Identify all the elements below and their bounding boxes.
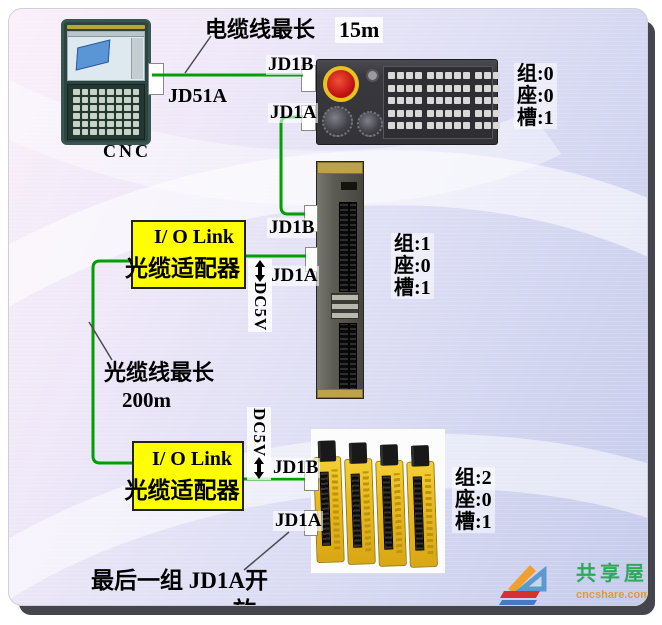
din-clip xyxy=(410,445,430,467)
key-group xyxy=(427,72,470,133)
key-switch xyxy=(366,69,379,82)
group2-info: 组:2 座:0 槽:1 xyxy=(452,467,495,533)
io-unit xyxy=(344,442,376,565)
cnc-screen-sidebar xyxy=(131,38,143,79)
dc5v-label: DC5V xyxy=(247,407,271,481)
panel-jd1a-label: JD1A xyxy=(268,102,319,123)
slide-background: 电缆线最长 15m CNC JD51A JD1B JD1A 组:0 座:0 槽:… xyxy=(8,8,648,606)
io-module xyxy=(316,161,364,399)
io-unit-group xyxy=(313,440,438,571)
adapter-subtitle: 光缆适配器 xyxy=(124,477,240,503)
cable-length-note: 电缆线最长 15m xyxy=(205,12,384,44)
rotary-knob xyxy=(322,106,353,137)
unit-connector xyxy=(350,473,363,548)
cable-length-value: 15m xyxy=(335,17,384,43)
cnc-screen-menubar xyxy=(68,32,144,37)
logo-triangle xyxy=(514,565,547,592)
cnc-screen xyxy=(67,31,145,81)
logo-name: 共享屋 xyxy=(576,563,648,585)
last-group-note-line1: 最后一组 JD1A开 xyxy=(91,568,268,593)
logo-pencil xyxy=(508,565,536,593)
adapter-title: I/ O Link xyxy=(153,226,234,248)
din-clip xyxy=(348,442,368,464)
unit-vents xyxy=(331,469,341,550)
optical-length-note-line1: 光缆线最长 xyxy=(104,360,215,385)
io-link-adapter-1: I/ O Link 光缆适配器 xyxy=(125,220,246,289)
units-jd1a-label: JD1A xyxy=(273,510,324,531)
unit-vents xyxy=(393,473,403,554)
units-jd1b-label: JD1B xyxy=(271,457,321,478)
cnc-keypad xyxy=(67,84,145,140)
operator-panel xyxy=(316,59,500,145)
unit-vents xyxy=(424,474,434,555)
jd51a-label: JD51A xyxy=(168,85,227,107)
last-group-note-line2: 放 xyxy=(233,591,256,605)
up-down-arrow-icon xyxy=(255,260,265,282)
cnc-label: CNC xyxy=(103,141,151,161)
module-jd1a-label: JD1A xyxy=(269,265,320,286)
optical-length-note-line2: 200m xyxy=(122,388,171,412)
logo-emblem-icon xyxy=(499,565,547,605)
io-unit xyxy=(406,445,438,568)
key-group xyxy=(388,72,422,133)
site-logo: 共享屋 cncshare.com xyxy=(486,557,648,605)
logo-domain: cncshare.com xyxy=(576,589,648,601)
rotary-knob xyxy=(357,111,383,137)
module-sockets xyxy=(331,293,359,319)
module-bottom-cap xyxy=(317,389,363,398)
dc5v-label: DC5V xyxy=(248,259,272,333)
logo-blue-bar xyxy=(499,600,537,605)
unit-connector xyxy=(381,475,394,550)
adapter-subtitle: 光缆适配器 xyxy=(125,256,240,281)
module-connector-block xyxy=(339,323,357,391)
cnc-unit xyxy=(61,19,151,145)
module-connector-block xyxy=(339,202,357,292)
cnc-top-strip xyxy=(67,25,145,29)
cnc-jd51a-connector xyxy=(148,63,164,95)
unit-connector xyxy=(319,471,332,546)
module-top-cap xyxy=(317,162,363,174)
logo-text: 共享屋 cncshare.com xyxy=(576,557,648,601)
group0-info: 组:0 座:0 槽:1 xyxy=(514,63,557,129)
logo-red-bar xyxy=(500,591,540,598)
unit-connector xyxy=(412,476,425,551)
panel-key-area xyxy=(383,66,500,139)
panel-jd1b-label: JD1B xyxy=(266,54,316,75)
io-link-adapter-2: I/ O Link 光缆适配器 xyxy=(125,441,244,511)
cnc-screen-part-drawing xyxy=(75,39,111,71)
up-down-arrow-icon xyxy=(254,457,264,480)
group1-info: 组:1 座:0 槽:1 xyxy=(391,233,434,299)
io-unit xyxy=(375,444,407,567)
module-tag xyxy=(341,182,357,190)
cable-length-text: 电缆线最长 xyxy=(205,17,316,42)
module-jd1b-label: JD1B xyxy=(267,217,317,238)
unit-vents xyxy=(362,471,372,552)
key-group xyxy=(475,72,500,133)
emergency-stop-button xyxy=(323,66,359,102)
din-clip xyxy=(379,444,399,466)
adapter-title: I/ O Link xyxy=(151,447,232,470)
